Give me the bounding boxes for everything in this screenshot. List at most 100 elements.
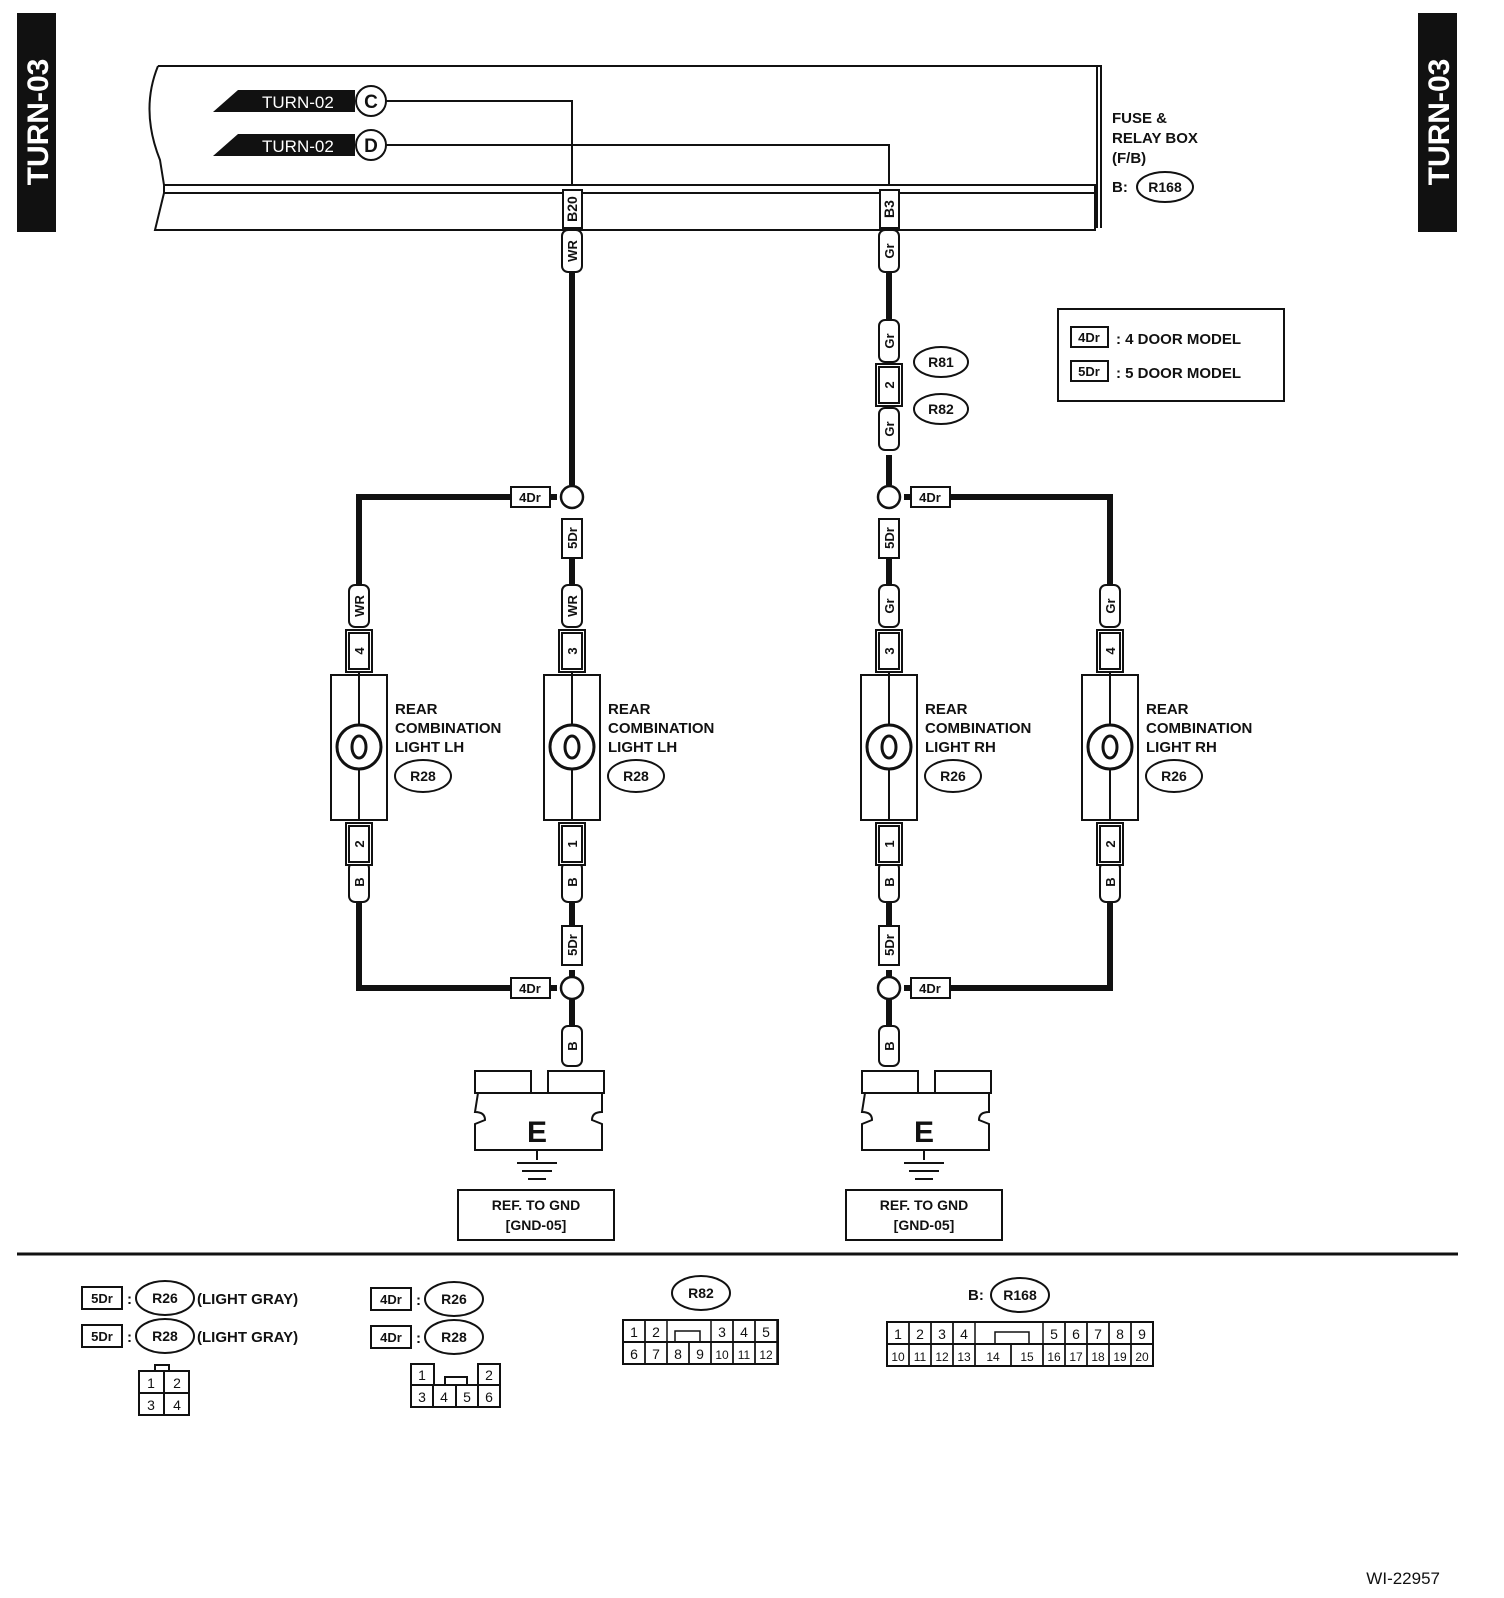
pin-b20: B20: [562, 189, 583, 229]
cv-pin: 6: [1072, 1326, 1080, 1342]
cv-pin: 1: [894, 1326, 902, 1342]
lamp-label-1: REAR: [925, 701, 968, 718]
connector-R81: R81: [928, 354, 954, 370]
cv-pin: 6: [630, 1346, 638, 1362]
cv-pin: 3: [147, 1397, 155, 1413]
lamp-pin-bottom: 2: [352, 840, 367, 847]
inline-pin-text: 2: [882, 381, 897, 388]
pin-b20-text: B20: [564, 196, 580, 222]
wire-label-b-lh2: B: [561, 861, 583, 903]
tag-5dr-top-right: 5Dr: [878, 518, 900, 559]
tag-4dr-bottom-right: 4Dr: [910, 977, 951, 999]
fuse-box-prefix: B:: [1112, 179, 1128, 196]
cv-sep: :: [416, 1292, 421, 1309]
cv-pin: 12: [759, 1348, 773, 1362]
lamp-lh-4door: 4 2 REAR COMBINATION LIGHT LH R28: [330, 629, 501, 866]
page-tab-right: TURN-03: [1418, 13, 1457, 232]
connector-view-5dr: 5Dr : R26 (LIGHT GRAY) 5Dr : R28 (LIGHT …: [81, 1280, 298, 1416]
lamp-label-1: REAR: [1146, 701, 1189, 718]
cv-connector: R28: [441, 1329, 467, 1345]
page-tab-right-text: TURN-03: [1423, 59, 1456, 186]
wire-label-wr-lh1: WR: [348, 584, 370, 628]
legend-desc-4dr: : 4 DOOR MODEL: [1116, 331, 1241, 348]
cv-key: [994, 1331, 1030, 1344]
lamp-pin-bottom: 2: [1103, 840, 1118, 847]
cv-pin: 1: [630, 1324, 638, 1340]
tag-4dr-top-left: 4Dr: [510, 486, 551, 508]
cv-connector: R168: [1003, 1287, 1037, 1303]
legend-tag-5dr: 5Dr: [1078, 364, 1100, 379]
lamp-pin-bottom: 1: [565, 840, 580, 847]
ground-right-ref-1: REF. TO GND: [880, 1197, 968, 1213]
cv-pin: 18: [1091, 1350, 1105, 1364]
turn-ref-d-letter: D: [364, 136, 378, 157]
model-tags: 4Dr 4Dr 4Dr 4Dr 5Dr 5Dr 5Dr 5Dr: [510, 486, 951, 999]
cv-pin: 11: [914, 1350, 927, 1364]
connector-view-4dr: 4Dr : R26 4Dr : R28 1 2 3 4 5 6: [370, 1281, 501, 1408]
lamp-label-3: LIGHT LH: [608, 739, 677, 756]
pin-b3: B3: [879, 189, 900, 229]
wire-label-text: WR: [352, 595, 367, 617]
cv-pin: 7: [1094, 1326, 1102, 1342]
lamp-label-2: COMBINATION: [395, 720, 501, 737]
cv-tag: 5Dr: [91, 1329, 113, 1344]
wire-label-text: B: [1103, 877, 1118, 886]
cv-pin: 5: [463, 1389, 471, 1405]
lamp-pin-top: 3: [882, 647, 897, 654]
lamp-label-1: REAR: [395, 701, 438, 718]
fuse-relay-box: [148, 65, 1102, 231]
cv-pin: 16: [1047, 1350, 1061, 1364]
cv-connector: R26: [152, 1290, 178, 1306]
cv-connector: R82: [688, 1285, 714, 1301]
wire-label-text: Gr: [882, 333, 897, 348]
fuse-box-title-2: RELAY BOX: [1112, 130, 1198, 147]
tag-text: 5Dr: [565, 934, 580, 956]
fuse-box-label: FUSE & RELAY BOX (F/B) B: R168: [1112, 110, 1198, 203]
legend-tag-4dr: 4Dr: [1078, 330, 1100, 345]
cv-pin: 4: [440, 1389, 448, 1405]
cv-pin: 13: [957, 1350, 971, 1364]
tag-4dr-bottom-left: 4Dr: [510, 977, 551, 999]
lamp-pin-top: 4: [352, 647, 367, 655]
cv-pin: 17: [1069, 1350, 1083, 1364]
tag-text: 4Dr: [919, 490, 941, 505]
cv-pin: 4: [960, 1326, 968, 1342]
turn-ref-c: TURN-02 C: [213, 85, 573, 185]
cv-pin: 2: [652, 1324, 660, 1340]
cv-pin: 5: [762, 1324, 770, 1340]
wire-label-gr-rh1: Gr: [878, 584, 900, 628]
tag-text: 4Dr: [919, 981, 941, 996]
lamp-connector: R26: [1161, 768, 1187, 784]
page-tab-left: TURN-03: [17, 13, 56, 232]
turn-ref-c-letter: C: [364, 92, 378, 113]
lamp-rh-5door: 3 1 REAR COMBINATION LIGHT RH R26: [860, 629, 1031, 866]
cv-connector: R28: [152, 1328, 178, 1344]
lamp-rh-4door: 4 2 REAR COMBINATION LIGHT RH R26: [1081, 629, 1252, 866]
wire-label-text: B: [565, 1041, 580, 1050]
lamp-pin-bottom: 1: [882, 840, 897, 847]
cv-pin: 2: [916, 1326, 924, 1342]
cv-key: [674, 1330, 701, 1342]
lamp-label-2: COMBINATION: [925, 720, 1031, 737]
tag-4dr-top-right: 4Dr: [910, 486, 951, 508]
lamp-pin-top: 4: [1103, 647, 1118, 655]
cv-pin: 8: [674, 1346, 682, 1362]
cv-pin: 1: [418, 1367, 426, 1383]
lamp-label-3: LIGHT LH: [395, 739, 464, 756]
wire-label-gr-r82: Gr: [878, 407, 900, 451]
ground-left-ref-2: [GND-05]: [506, 1217, 567, 1233]
lamp-connector: R26: [940, 768, 966, 784]
cv-tag: 4Dr: [380, 1292, 402, 1307]
wire-label-wr-lh2: WR: [561, 584, 583, 628]
cv-pin: 10: [891, 1350, 905, 1364]
connector-R82: R82: [928, 401, 954, 417]
cv-note: (LIGHT GRAY): [197, 1329, 298, 1346]
cv-pin-cell: [754, 1341, 778, 1365]
page-tab-left-text: TURN-03: [22, 59, 55, 186]
wire-label-b-rh1: B: [878, 861, 900, 903]
ground-left: E REF. TO GND [GND-05]: [457, 1070, 615, 1241]
inline-connector-r81-r82: 2 R81 R82: [875, 346, 969, 425]
wire-label-text: Gr: [882, 243, 897, 258]
cv-pin: 4: [740, 1324, 748, 1340]
